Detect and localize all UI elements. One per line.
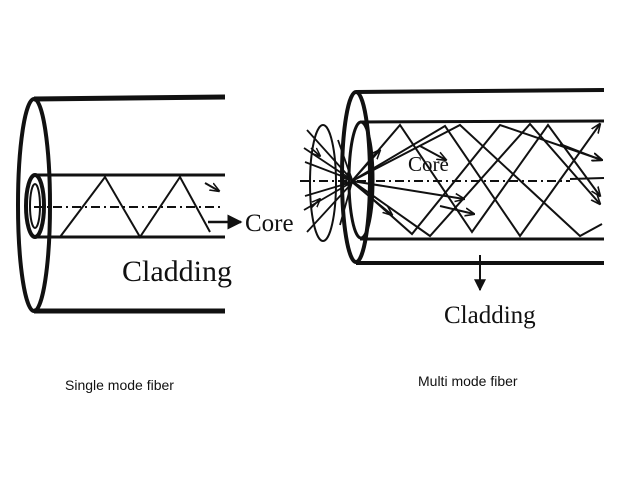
multi-mode-fiber: [300, 88, 605, 292]
multi-core-label: Core: [408, 152, 449, 176]
multi-caption: Multi mode fiber: [418, 373, 518, 389]
single-cladding-label: Cladding: [122, 255, 232, 288]
single-cladding-top-edge: [33, 94, 226, 102]
single-cladding-end-face: [16, 97, 52, 313]
multi-input-lens: [309, 124, 337, 242]
multi-core-top-edge: [359, 119, 605, 124]
single-caption: Single mode fiber: [65, 377, 174, 393]
multi-incoming-rays: [303, 129, 352, 233]
single-core-label: Core: [245, 210, 294, 237]
multi-mode-rays: [351, 124, 602, 238]
multi-cladding-top-edge: [355, 88, 605, 94]
single-ray-arrow: [204, 182, 219, 191]
single-core-end-face: [24, 173, 46, 239]
single-zigzag-ray: [59, 175, 211, 239]
multi-cladding-label: Cladding: [444, 302, 536, 329]
single-mode-fiber: [16, 94, 243, 314]
